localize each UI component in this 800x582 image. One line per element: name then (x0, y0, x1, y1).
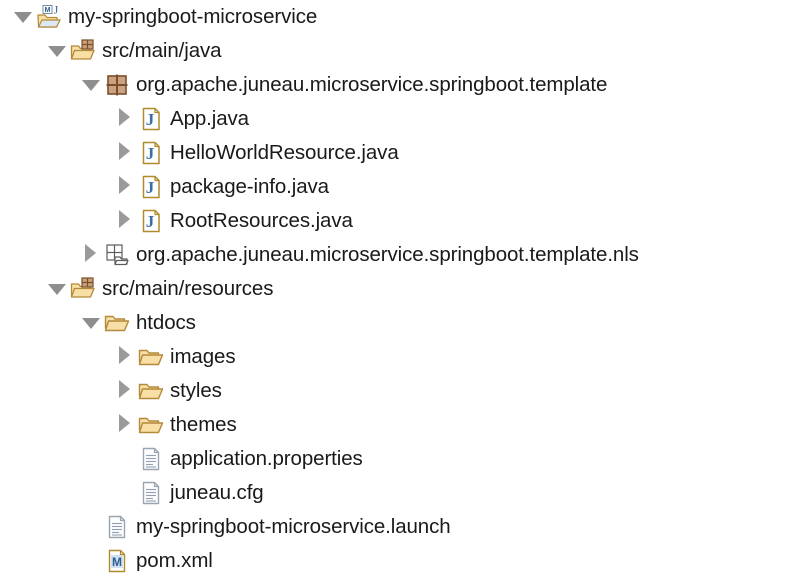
tree-row-application-properties[interactable]: application.properties (0, 442, 800, 476)
tree-item-label: org.apache.juneau.microservice.springboo… (136, 73, 608, 96)
tree-row-htdocs[interactable]: htdocs (0, 306, 800, 340)
expander-expand-icon[interactable] (112, 102, 138, 136)
svg-text:J: J (146, 110, 155, 129)
package-icon (104, 72, 130, 98)
expander-expand-icon[interactable] (78, 238, 104, 272)
tree-row-helloworldresource-java[interactable]: J HelloWorldResource.java (0, 136, 800, 170)
tree-row-package-info-java[interactable]: J package-info.java (0, 170, 800, 204)
source-folder-icon (70, 276, 96, 302)
empty-package-icon (104, 242, 130, 268)
tree-row-src-main-resources[interactable]: src/main/resources (0, 272, 800, 306)
expander-collapse-icon[interactable] (10, 0, 36, 34)
expander-expand-icon[interactable] (112, 374, 138, 408)
source-folder-icon (70, 38, 96, 64)
tree-row-project-root[interactable]: M J my-springboot-microservice (0, 0, 800, 34)
expander-expand-icon[interactable] (112, 340, 138, 374)
tree-item-label: src/main/resources (102, 277, 274, 300)
java-file-icon: J (138, 208, 164, 234)
expander-expand-icon[interactable] (112, 170, 138, 204)
tree-item-label: htdocs (136, 311, 196, 334)
tree-item-label: themes (170, 413, 237, 436)
tree-item-label: src/main/java (102, 39, 222, 62)
tree-row-app-java[interactable]: J App.java (0, 102, 800, 136)
tree-row-juneau-cfg[interactable]: juneau.cfg (0, 476, 800, 510)
expander-collapse-icon[interactable] (78, 68, 104, 102)
tree-item-label: styles (170, 379, 222, 402)
tree-row-styles[interactable]: styles (0, 374, 800, 408)
tree-row-package-template-nls[interactable]: org.apache.juneau.microservice.springboo… (0, 238, 800, 272)
expander-expand-icon[interactable] (112, 408, 138, 442)
tree-row-src-main-java[interactable]: src/main/java (0, 34, 800, 68)
svg-text:M: M (45, 7, 51, 14)
tree-row-rootresources-java[interactable]: J RootResources.java (0, 204, 800, 238)
expander-collapse-icon[interactable] (44, 34, 70, 68)
expander-collapse-icon[interactable] (44, 272, 70, 306)
tree-item-label: App.java (170, 107, 249, 130)
text-file-icon (138, 480, 164, 506)
tree-item-label: my-springboot-microservice.launch (136, 515, 451, 538)
tree-item-label: RootResources.java (170, 209, 353, 232)
java-file-icon: J (138, 140, 164, 166)
expander-placeholder (78, 544, 104, 578)
tree-row-themes[interactable]: themes (0, 408, 800, 442)
tree-row-package-template[interactable]: org.apache.juneau.microservice.springboo… (0, 68, 800, 102)
tree-item-label: pom.xml (136, 549, 213, 572)
folder-icon (138, 344, 164, 370)
tree-item-label: my-springboot-microservice (68, 5, 318, 28)
expander-placeholder (112, 442, 138, 476)
expander-expand-icon[interactable] (112, 136, 138, 170)
svg-text:M: M (112, 555, 122, 569)
java-file-icon: J (138, 106, 164, 132)
tree-row-images[interactable]: images (0, 340, 800, 374)
java-file-icon: J (138, 174, 164, 200)
expander-placeholder (78, 510, 104, 544)
maven-java-project-icon: M J (36, 4, 62, 30)
maven-pom-icon: M (104, 548, 130, 574)
tree-item-label: application.properties (170, 447, 363, 470)
folder-icon (138, 378, 164, 404)
folder-icon (138, 412, 164, 438)
folder-icon (104, 310, 130, 336)
svg-text:J: J (146, 212, 155, 231)
svg-text:J: J (54, 4, 59, 17)
tree-item-label: images (170, 345, 236, 368)
text-file-icon (104, 514, 130, 540)
expander-collapse-icon[interactable] (78, 306, 104, 340)
tree-item-label: org.apache.juneau.microservice.springboo… (136, 243, 639, 266)
svg-text:J: J (146, 144, 155, 163)
tree-item-label: package-info.java (170, 175, 329, 198)
expander-placeholder (112, 476, 138, 510)
tree-item-label: HelloWorldResource.java (170, 141, 399, 164)
svg-text:J: J (146, 178, 155, 197)
tree-row-launch-file[interactable]: my-springboot-microservice.launch (0, 510, 800, 544)
tree-item-label: juneau.cfg (170, 481, 264, 504)
text-file-icon (138, 446, 164, 472)
tree-row-pom-xml[interactable]: M pom.xml (0, 544, 800, 578)
expander-expand-icon[interactable] (112, 204, 138, 238)
